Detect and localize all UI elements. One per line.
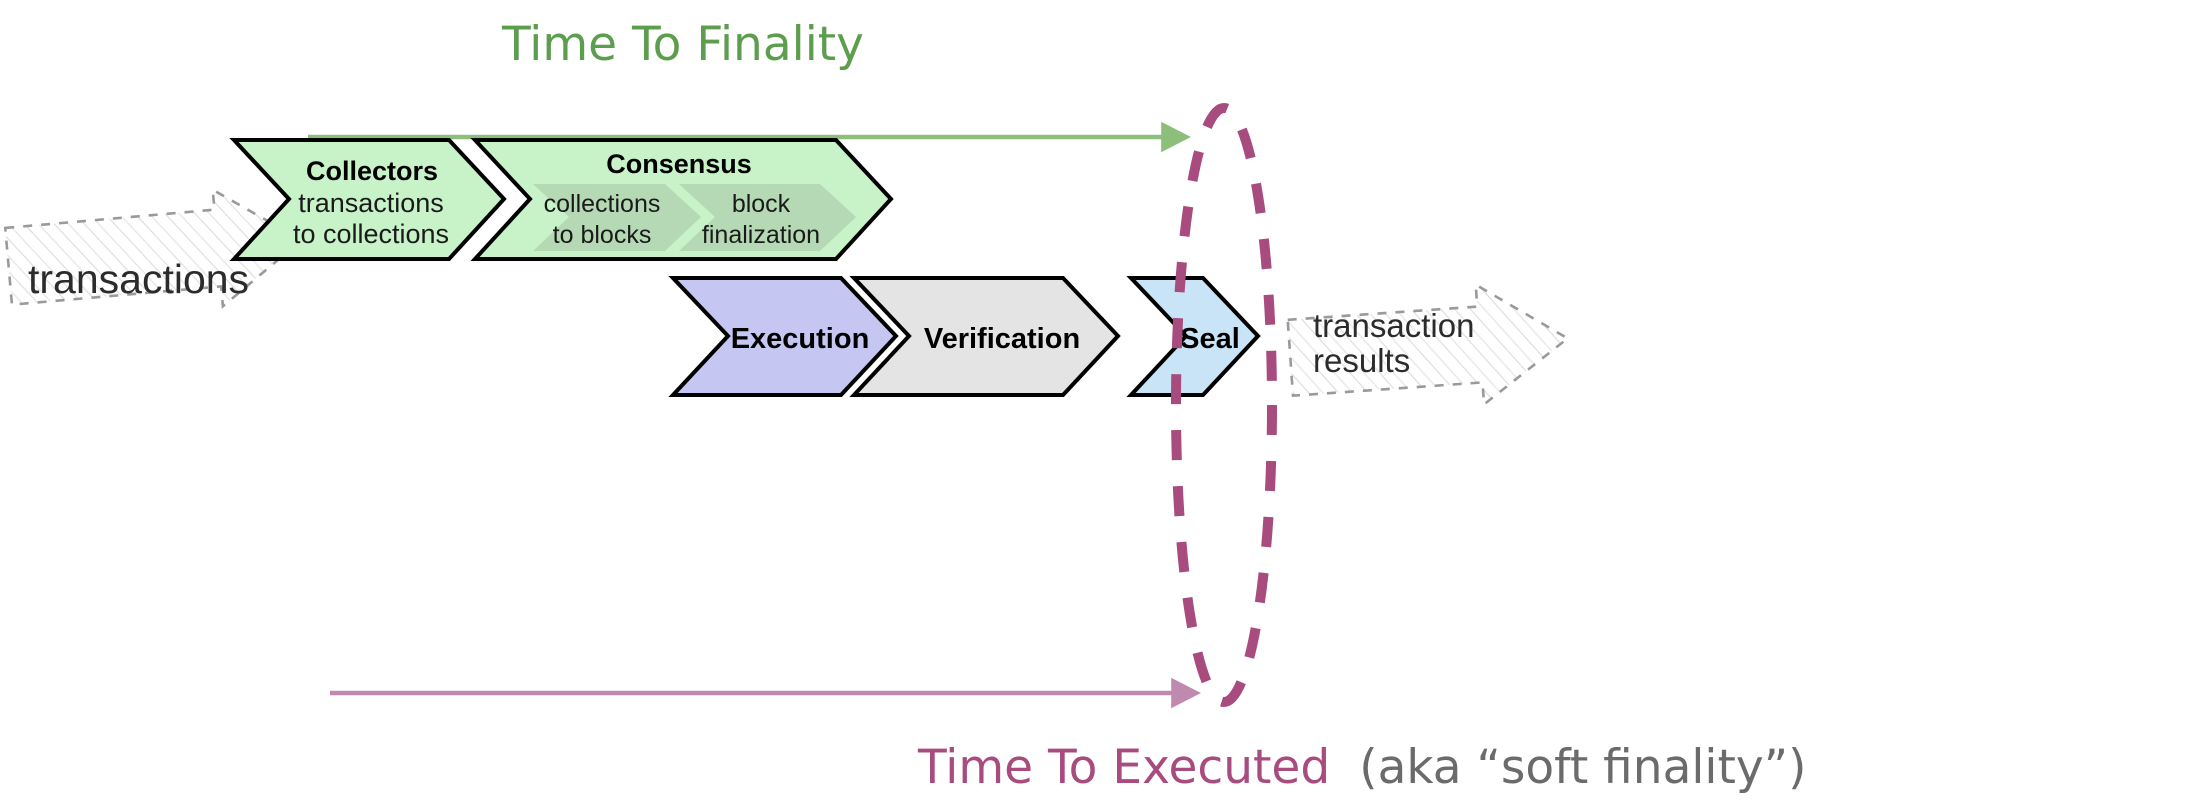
chevron-consensus-step-1-shape [533, 184, 701, 251]
chevron-collectors[interactable]: Collectors transactions to collections [229, 138, 507, 261]
transaction-results-output-ghost-arrow: transaction results [1286, 282, 1570, 407]
chevron-verification-label: Verification [924, 323, 1080, 355]
bottom-timeline-title-secondary: (aka “soft finality”) [1359, 740, 1806, 795]
chevron-seal[interactable]: Seal [1126, 276, 1261, 397]
chevron-consensus-step-2-line2: finalization [702, 221, 820, 249]
chevron-execution-label: Execution [731, 323, 870, 355]
chevron-verification-shape [849, 276, 1121, 397]
chevron-consensus-step-1[interactable]: collections to blocks [533, 184, 701, 251]
chevron-seal-shape [1126, 276, 1261, 397]
finality-marker-ellipse-shape [1171, 103, 1277, 707]
chevron-collectors-shape [229, 138, 507, 261]
chevron-verification[interactable]: Verification [849, 276, 1121, 397]
chevron-execution[interactable]: Execution [668, 276, 899, 397]
chevron-consensus-step-2-line1: block [732, 190, 791, 218]
chevron-consensus-step-1-line2: to blocks [553, 221, 652, 249]
chevron-consensus[interactable]: Consensus collections to blocks block fi… [470, 138, 894, 261]
transaction-results-ghost-line2: results [1313, 342, 1410, 379]
chevron-collectors-sub-line1: transactions [298, 188, 444, 218]
transactions-input-ghost-arrow: transactions [3, 187, 304, 309]
transactions-ghost-shape [3, 187, 304, 309]
top-timeline-title: Time To Finality [501, 17, 864, 72]
chevron-consensus-title: Consensus [606, 149, 752, 179]
chevron-consensus-step-1-line1: collections [544, 190, 661, 218]
bottom-timeline-title-primary: Time To Executed [917, 740, 1330, 795]
transactions-ghost-label: transactions [28, 256, 249, 302]
chevron-collectors-title: Collectors [306, 156, 438, 186]
chevron-collectors-sub-line2: to collections [293, 219, 449, 249]
chevron-consensus-step-2-shape [679, 184, 856, 251]
chevron-execution-shape [668, 276, 899, 397]
chevron-consensus-step-2[interactable]: block finalization [679, 184, 856, 251]
transaction-results-ghost-line1: transaction [1313, 307, 1474, 344]
finality-marker-ellipse [1171, 103, 1277, 707]
bottom-timeline-title: Time To Executed (aka “soft finality”) [917, 740, 1806, 795]
transaction-results-ghost-shape [1286, 282, 1570, 407]
chevron-seal-label: Seal [1180, 323, 1240, 355]
